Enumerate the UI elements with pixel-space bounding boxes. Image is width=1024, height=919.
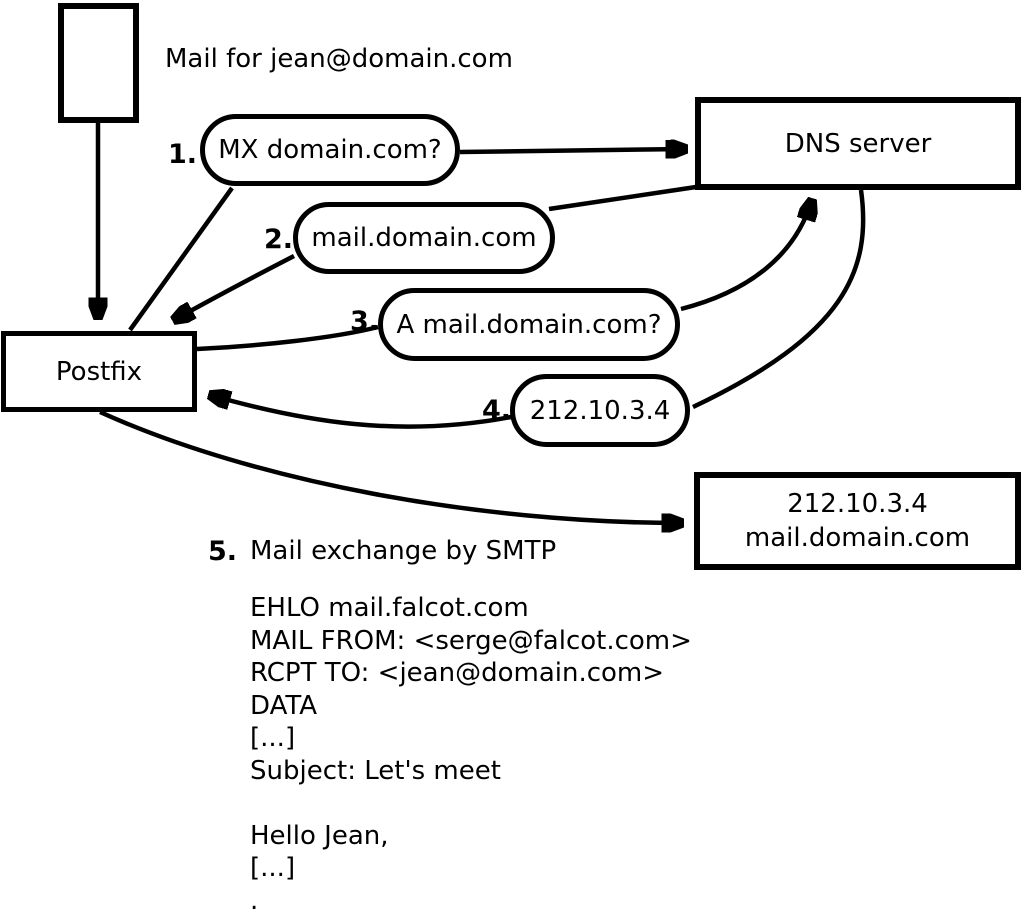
step-5-smtp-label: Mail exchange by SMTP [250,536,557,566]
step-3-number: 3. [350,306,380,337]
step-1-mx-query-pill: MX domain.com? [200,114,460,186]
step-3-a-query-label: A mail.domain.com? [396,309,662,340]
step-3-a-query-pill: A mail.domain.com? [378,288,680,361]
line-postfix-to-mx-query [128,186,234,332]
mailserver-hostname-label: mail.domain.com [744,523,971,553]
mailserver-ip-label: 212.10.3.4 [787,489,928,519]
step-1-mx-query-label: MX domain.com? [218,135,442,165]
step-5-number: 5. [208,536,238,567]
arrow-postfix-to-mailserver-smtp [99,409,682,523]
line-postfix-to-a-query [196,324,379,352]
step-2-mx-answer-label: mail.domain.com [311,223,537,253]
step-4-a-answer-pill: 212.10.3.4 [510,374,690,447]
dns-server-node: DNS server [695,97,1021,190]
line-dns-to-mx-answer [548,184,697,212]
mail-note-label: Mail for jean@domain.com [165,44,513,74]
step-2-number: 2. [264,224,294,255]
smtp-session-transcript: EHLO mail.falcot.com MAIL FROM: <serge@f… [250,593,692,916]
arrow-a-answer-to-postfix [210,395,512,429]
step-1-number: 1. [168,139,198,170]
mail-envelope-shape [58,3,139,123]
postfix-node-label: Postfix [55,356,143,387]
line-dns-to-a-answer [692,189,866,410]
step-4-number: 4. [482,395,512,426]
step-4-a-answer-label: 212.10.3.4 [529,395,671,426]
step-2-mx-answer-pill: mail.domain.com [293,202,555,274]
arrow-a-query-to-dns [680,200,812,312]
dns-server-node-label: DNS server [784,128,932,159]
postfix-node: Postfix [1,331,197,412]
mailserver-node: 212.10.3.4 mail.domain.com [694,472,1021,570]
arrow-mx-answer-to-postfix [174,253,296,320]
arrow-mx-query-to-dns [459,149,686,152]
